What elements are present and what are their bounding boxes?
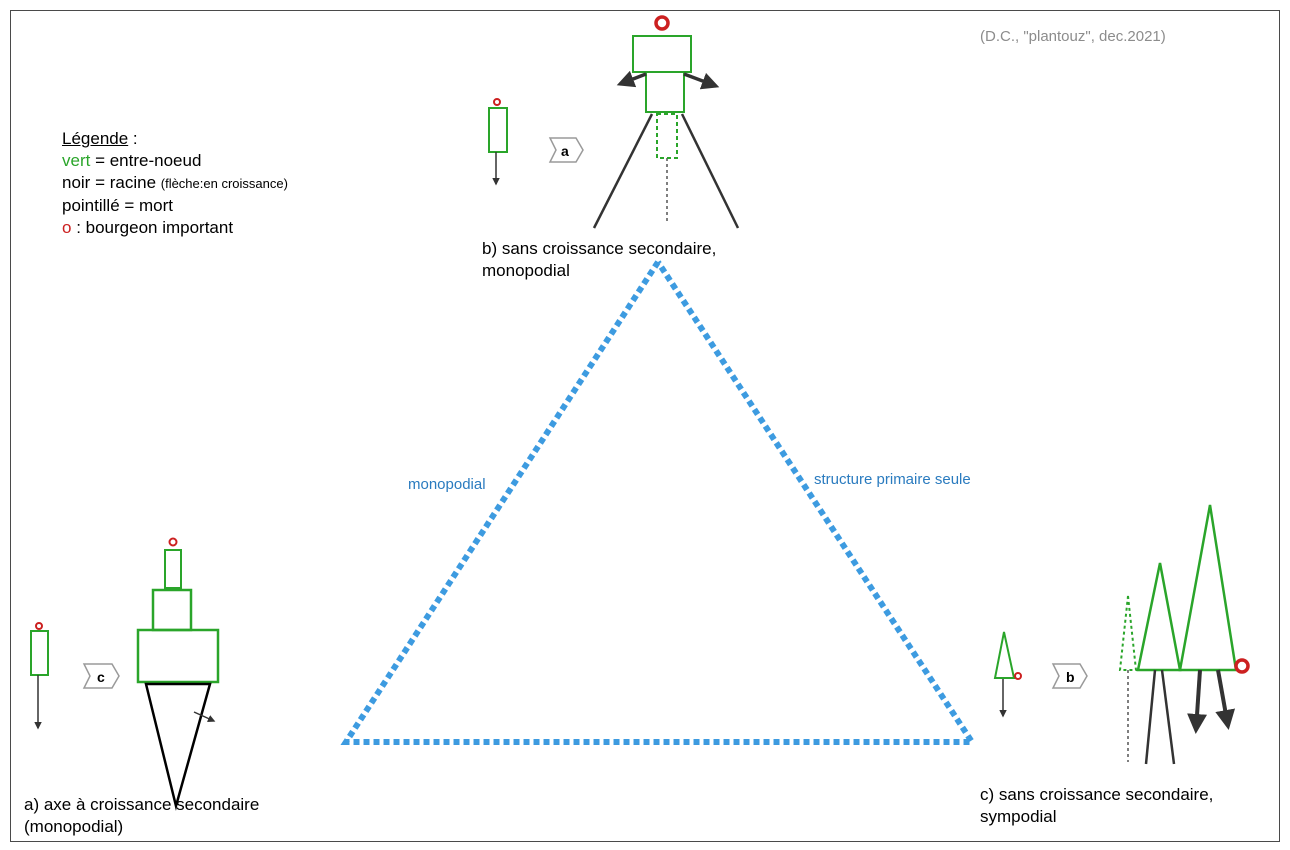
dead-internode xyxy=(656,113,678,159)
node-a-caption-line2: (monopodial) xyxy=(24,817,124,836)
node-b-seedling xyxy=(488,98,508,186)
node-a-caption-line1: a) axe à croissance secondaire xyxy=(24,795,260,814)
credit-text: (D.C., "plantouz", dec.2021) xyxy=(980,28,1166,45)
growing-root-arrow xyxy=(616,70,647,88)
legend-green-rest: = entre-noeud xyxy=(90,151,202,170)
bud-icon xyxy=(654,15,670,31)
shoot-triangle xyxy=(1136,562,1182,672)
node-a-seedling xyxy=(30,622,49,730)
legend: Légende : vert = entre-noeud noir = raci… xyxy=(62,128,288,239)
growing-root-arrow xyxy=(683,72,720,90)
tag-b-letter: a xyxy=(561,143,569,159)
node-c-caption-line1: c) sans croissance secondaire, xyxy=(980,785,1214,804)
shoot-triangle xyxy=(1178,504,1238,672)
root-cone xyxy=(144,682,212,811)
diagram-frame xyxy=(10,10,1280,842)
legend-dotted-line: pointillé = mort xyxy=(62,196,174,215)
edge-right-label: structure primaire seule xyxy=(814,471,971,488)
legend-title-suffix: : xyxy=(128,129,138,148)
tag-c: b xyxy=(1051,663,1088,689)
legend-bud-line: o : bourgeon important xyxy=(62,217,288,239)
legend-green-word: vert xyxy=(62,151,91,170)
growing-root-arrow xyxy=(1187,669,1208,734)
legend-bud-rest: : bourgeon important xyxy=(71,218,234,237)
node-b-figure xyxy=(592,15,740,229)
tag-a-letter: c xyxy=(97,669,105,685)
growing-root-arrow xyxy=(1215,669,1236,730)
internode-box xyxy=(164,549,182,589)
legend-title-line: Légende : xyxy=(62,128,288,150)
shoot-triangle xyxy=(993,631,1016,679)
internode-box xyxy=(488,107,508,153)
tag-c-letter: b xyxy=(1066,669,1075,685)
internode-box xyxy=(136,628,220,684)
chevron-tag-icon xyxy=(1051,663,1088,689)
root-line xyxy=(1160,669,1176,765)
internode-box xyxy=(632,35,692,73)
bud-icon xyxy=(1014,672,1022,680)
bud-icon xyxy=(493,98,501,106)
node-b-caption-line2: monopodial xyxy=(482,261,570,280)
internode-box xyxy=(151,588,193,632)
root-line xyxy=(592,113,654,229)
bud-icon xyxy=(35,622,43,630)
node-c-seedling xyxy=(993,631,1022,718)
legend-green-line: vert = entre-noeud xyxy=(62,150,288,172)
legend-black-small: (flèche:en croissance) xyxy=(160,176,288,191)
node-a-figure xyxy=(136,537,220,811)
internode-box xyxy=(645,71,685,113)
legend-black-line: noir = racine (flèche:en croissance) xyxy=(62,172,288,195)
legend-black-text: noir = racine xyxy=(62,173,161,192)
bud-icon xyxy=(1234,658,1250,674)
chevron-tag-icon xyxy=(548,137,584,163)
legend-bud-symbol: o xyxy=(62,218,72,237)
root-arrow xyxy=(193,711,216,722)
tag-b: a xyxy=(548,137,584,163)
triangle-edges xyxy=(340,260,978,745)
bud-icon xyxy=(168,537,178,547)
node-b-caption-line1: b) sans croissance secondaire, xyxy=(482,239,717,258)
tag-a: c xyxy=(82,663,120,689)
node-c-figure xyxy=(1118,504,1250,765)
chevron-tag-icon xyxy=(82,663,120,689)
root-line xyxy=(1144,669,1157,765)
legend-title: Légende xyxy=(62,129,129,148)
edge-left-label: monopodial xyxy=(408,476,486,493)
node-c-caption-line2: sympodial xyxy=(980,807,1057,826)
dead-shoot xyxy=(1118,595,1138,671)
internode-box xyxy=(30,630,49,676)
root-line xyxy=(680,113,740,229)
